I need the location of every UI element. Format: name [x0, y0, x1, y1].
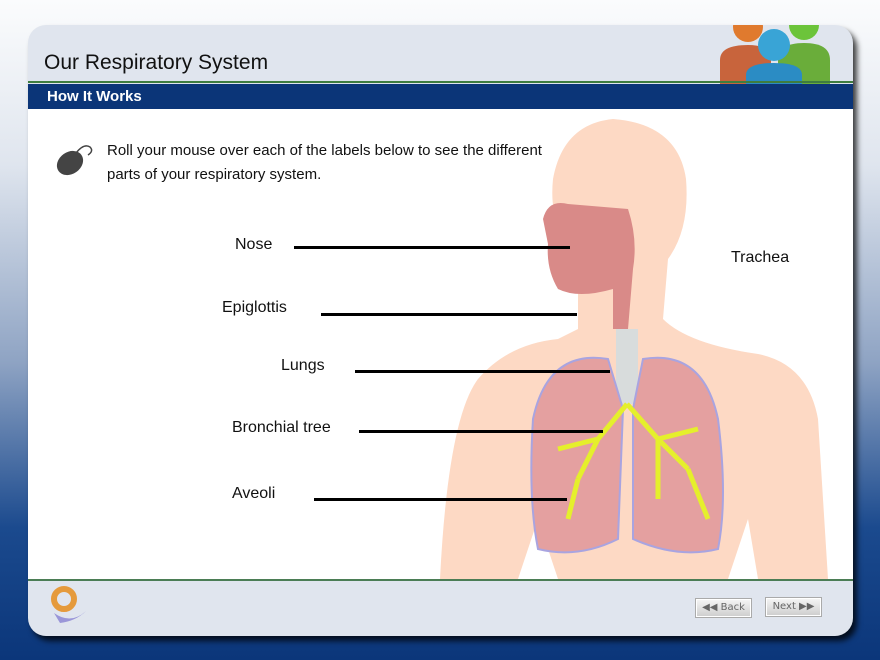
section-bar: How It Works: [28, 84, 853, 109]
back-button[interactable]: ◀◀ Back: [695, 598, 752, 618]
label-lungs[interactable]: Lungs: [281, 357, 325, 374]
course-window: Our Respiratory System How It Works Roll…: [28, 25, 853, 636]
label-alveoli[interactable]: Aveoli: [232, 485, 276, 502]
helm-logo-icon: [51, 586, 86, 623]
footer-divider: [28, 579, 853, 581]
epiglottis-pointer-line: [321, 313, 577, 316]
alveoli-pointer-line: [314, 498, 567, 501]
label-epiglottis[interactable]: Epiglottis: [222, 299, 287, 316]
content-area: Roll your mouse over each of the labels …: [28, 109, 853, 579]
label-trachea[interactable]: Trachea: [731, 249, 790, 266]
nose-pointer-line: [294, 246, 570, 249]
lungs-pointer-line: [355, 370, 610, 373]
instructions-text: Roll your mouse over each of the labels …: [107, 142, 542, 183]
section-title: How It Works: [47, 88, 142, 105]
label-bronchial-tree[interactable]: Bronchial tree: [232, 419, 331, 436]
people-logo-icon: [720, 25, 830, 85]
label-nose[interactable]: Nose: [235, 236, 273, 253]
respiratory-diagram: [440, 119, 828, 579]
next-button[interactable]: Next ▶▶: [765, 597, 822, 617]
header-divider: [28, 81, 853, 83]
bronchial-pointer-line: [359, 430, 603, 433]
page-title: Our Respiratory System: [44, 51, 269, 74]
mouse-icon: [56, 145, 93, 176]
